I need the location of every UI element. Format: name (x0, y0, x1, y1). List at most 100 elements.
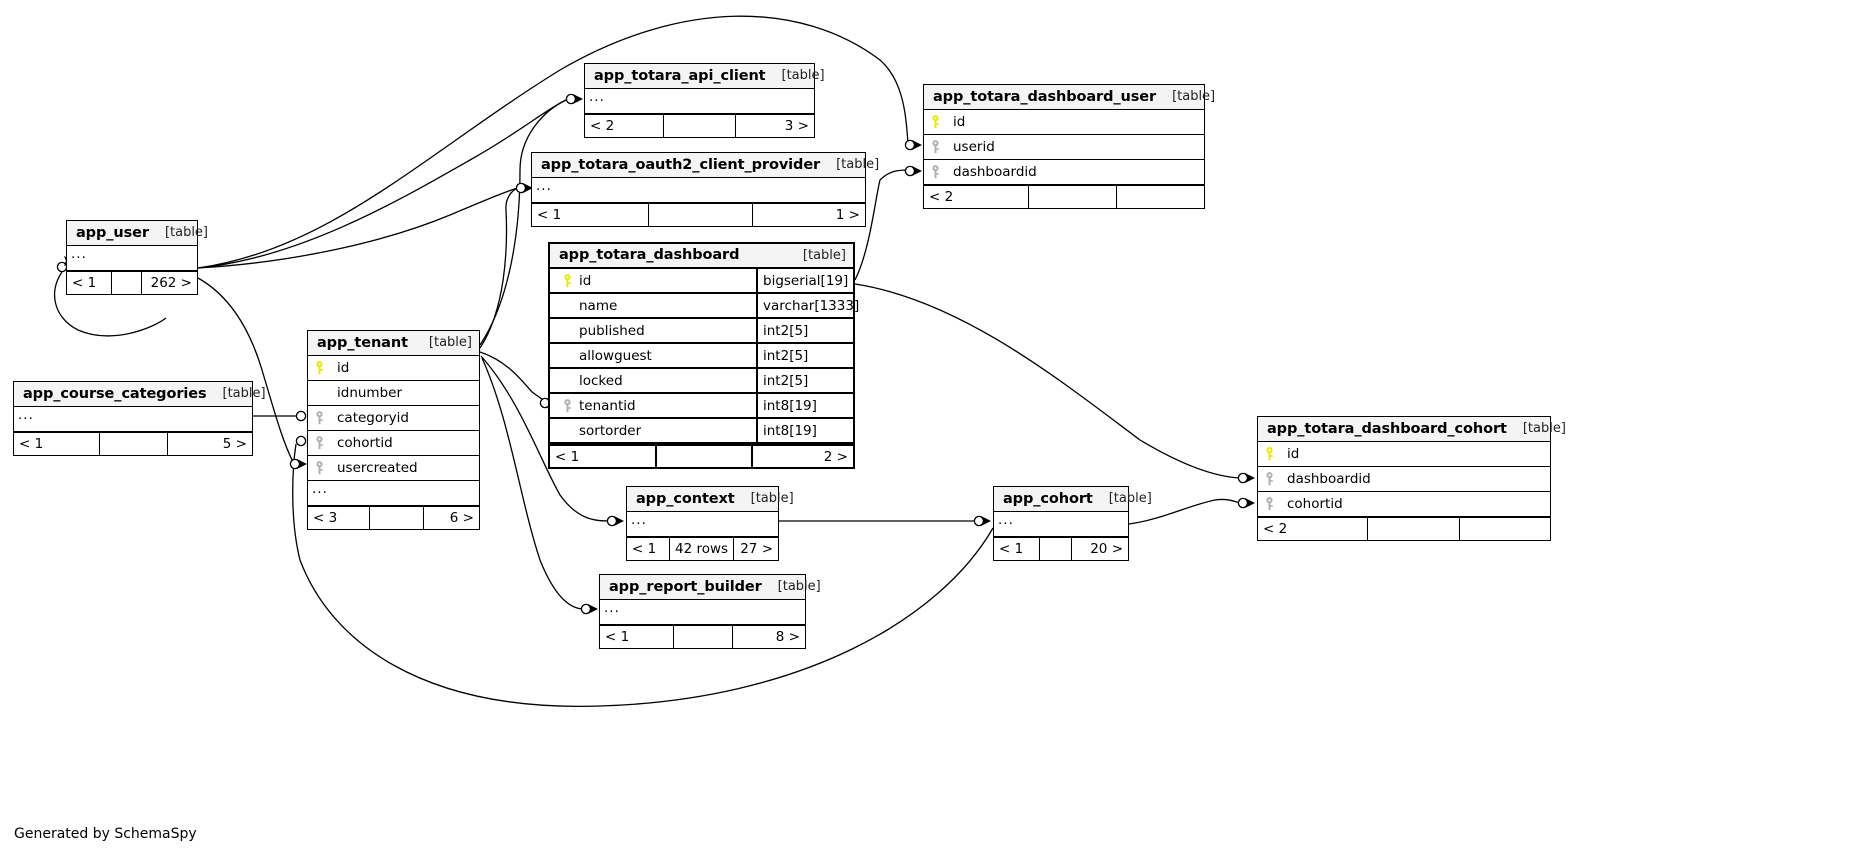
table-column-row[interactable]: sortorder int8[19] (550, 419, 853, 444)
column-name: id (579, 272, 592, 289)
column-name: published (579, 322, 645, 339)
column-name: cohortid (1287, 496, 1343, 512)
table-column-row[interactable]: usercreated (308, 456, 479, 481)
table-column-row[interactable]: cohortid (308, 431, 479, 456)
ellipsis-label: ... (18, 407, 34, 423)
table-title: app_course_categories (23, 385, 207, 402)
primary-key-icon (924, 110, 947, 134)
footer-rows-count (100, 433, 168, 455)
table-app_totara_dashboard_cohort[interactable]: app_totara_dashboard_cohort [table] id d… (1257, 416, 1566, 541)
footer-parents-count: < 3 (308, 507, 370, 529)
table-title: app_totara_dashboard (559, 247, 740, 263)
table-collapsed-row: ... (627, 512, 778, 537)
column-name: allowguest (579, 347, 652, 364)
generated-by-note: Generated by SchemaSpy (14, 826, 197, 842)
table-header: app_totara_api_client [table] (585, 64, 825, 89)
table-column-row[interactable]: categoryid (308, 406, 479, 431)
footer-children-count: 8 > (775, 629, 800, 645)
footer-rows-count (649, 204, 753, 226)
table-kind-label: [table] (777, 579, 821, 594)
footer-parents-count: < 2 (585, 115, 664, 137)
table-column-row[interactable]: cohortid (1258, 492, 1550, 517)
footer-parents-count: < 2 (924, 186, 1029, 208)
table-column-row[interactable]: id bigserial[19] (550, 269, 853, 294)
column-name: categoryid (337, 410, 409, 426)
footer-children-count: 27 > (740, 541, 773, 557)
table-kind-label: [table] (781, 68, 825, 83)
table-app_totara_oauth2_client_provider[interactable]: app_totara_oauth2_client_provider [table… (531, 152, 879, 227)
table-column-row[interactable]: published int2[5] (550, 319, 853, 344)
table-column-row[interactable]: dashboardid (1258, 467, 1550, 492)
column-name: id (337, 360, 350, 376)
table-title: app_totara_dashboard_cohort (1267, 420, 1507, 437)
edge-app_tenant-app_totara_oauth2_client_provider (479, 187, 519, 349)
column-type: varchar[1333] (756, 294, 859, 317)
ellipsis-label: ... (536, 178, 552, 194)
column-name: dashboardid (953, 164, 1037, 180)
table-column-row[interactable]: tenantid int8[19] (550, 394, 853, 419)
table-app_totara_api_client[interactable]: app_totara_api_client [table] ... < 2 3 … (584, 63, 825, 138)
table-footer: < 3 6 > (308, 506, 479, 529)
no-key-icon (308, 381, 331, 405)
footer-children-count: 6 > (449, 510, 474, 526)
table-kind-label: [table] (836, 157, 880, 172)
footer-rows-count (1368, 518, 1460, 540)
table-app_course_categories[interactable]: app_course_categories [table] ... < 1 5 … (13, 381, 266, 456)
table-app_totara_dashboard[interactable]: app_totara_dashboard [table] id bigseria… (548, 242, 859, 469)
footer-children-count: 262 > (150, 275, 192, 291)
table-column-row[interactable]: id (1258, 442, 1550, 467)
footer-parents-count: < 1 (532, 204, 649, 226)
column-type: int8[19] (756, 419, 853, 442)
footer-rows-count: 42 rows (670, 538, 735, 560)
footer-children-count: 5 > (222, 436, 247, 452)
footer-rows-count (657, 446, 753, 467)
ellipsis-label: ... (604, 600, 620, 616)
footer-children-count: 1 > (835, 207, 860, 223)
table-header: app_totara_dashboard_user [table] (924, 85, 1215, 110)
footer-children-count: 3 > (784, 118, 809, 134)
footer-rows-count (1029, 186, 1117, 208)
table-title: app_context (636, 490, 735, 507)
table-title: app_totara_oauth2_client_provider (541, 156, 821, 173)
table-title: app_totara_dashboard_user (933, 88, 1157, 105)
table-footer: < 1 5 > (14, 432, 252, 455)
column-name: locked (579, 372, 623, 389)
edge-app_tenant-app_totara_dashboard (479, 351, 549, 404)
column-name: id (953, 114, 966, 130)
column-name: userid (953, 139, 995, 155)
table-title: app_totara_api_client (594, 67, 766, 84)
footer-parents-count: < 1 (14, 433, 100, 455)
table-header: app_user [table] (67, 221, 208, 246)
table-app_user[interactable]: app_user [table] ... < 1 262 > (66, 220, 208, 295)
table-column-row[interactable]: name varchar[1333] (550, 294, 859, 319)
table-app_context[interactable]: app_context [table] ... < 1 42 rows 27 > (626, 486, 794, 561)
table-header: app_report_builder [table] (600, 575, 821, 600)
footer-parents-count: < 1 (67, 272, 112, 294)
table-more-columns-row: ... (308, 481, 479, 506)
table-column-row[interactable]: id (924, 110, 1204, 135)
primary-key-icon (308, 356, 331, 380)
ellipsis-label: ... (631, 512, 647, 528)
table-collapsed-row: ... (585, 89, 814, 114)
table-column-row[interactable]: userid (924, 135, 1204, 160)
table-app_report_builder[interactable]: app_report_builder [table] ... < 1 8 > (599, 574, 821, 649)
table-header: app_course_categories [table] (14, 382, 266, 407)
table-title: app_cohort (1003, 490, 1093, 507)
column-type: int2[5] (756, 369, 853, 392)
table-collapsed-row: ... (994, 512, 1128, 537)
table-column-row[interactable]: locked int2[5] (550, 369, 853, 394)
table-column-row[interactable]: idnumber (308, 381, 479, 406)
table-app_cohort[interactable]: app_cohort [table] ... < 1 20 > (993, 486, 1152, 561)
column-type: int2[5] (756, 344, 853, 367)
table-column-row[interactable]: allowguest int2[5] (550, 344, 853, 369)
table-column-row[interactable]: id (308, 356, 479, 381)
table-kind-label: [table] (222, 386, 266, 401)
table-header: app_totara_dashboard_cohort [table] (1258, 417, 1566, 442)
table-kind-label: [table] (802, 247, 846, 263)
table-app_tenant[interactable]: app_tenant [table] id idnumber categoryi… (307, 330, 480, 530)
column-name: usercreated (337, 460, 418, 476)
table-title: app_tenant (317, 334, 408, 351)
table-title: app_user (76, 224, 149, 241)
table-app_totara_dashboard_user[interactable]: app_totara_dashboard_user [table] id use… (923, 84, 1215, 209)
table-column-row[interactable]: dashboardid (924, 160, 1204, 185)
